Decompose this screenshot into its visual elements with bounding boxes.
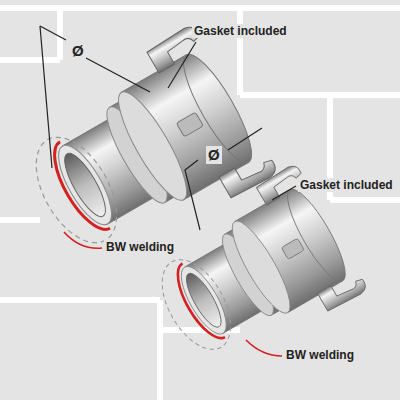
- brick-background: [0, 8, 400, 400]
- diameter-symbol: Ø: [70, 42, 86, 60]
- coupling-lower: [136, 163, 368, 382]
- weld-label: BW welding: [284, 348, 356, 362]
- gasket-label: Gasket included: [192, 24, 289, 38]
- diameter-symbol: Ø: [206, 146, 222, 164]
- weld-label: BW welding: [104, 240, 176, 254]
- weld-leaders: [64, 232, 282, 356]
- leader-lines: [40, 26, 296, 230]
- gasket-label: Gasket included: [298, 178, 395, 192]
